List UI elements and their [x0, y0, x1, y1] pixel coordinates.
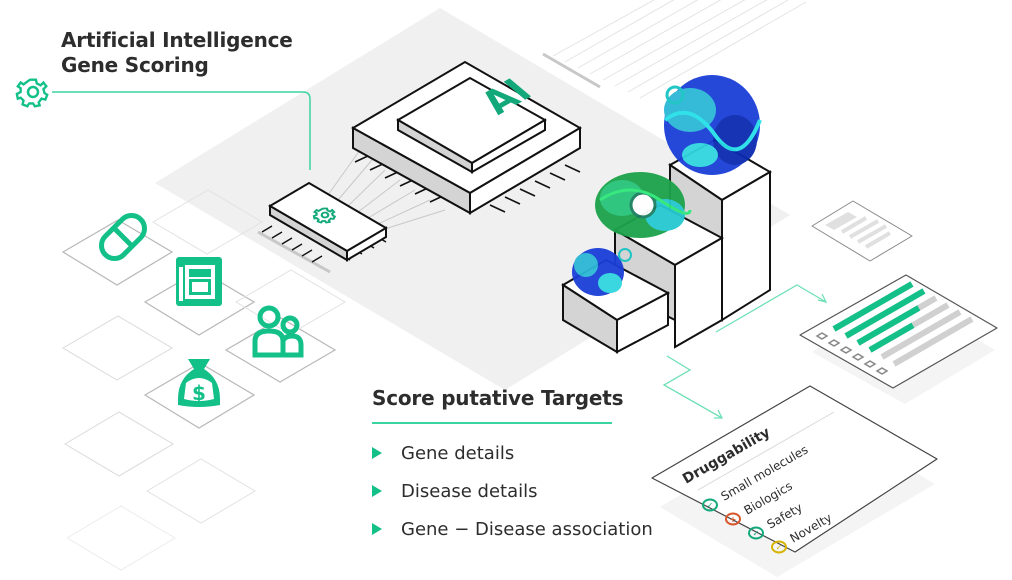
check-mark: ✓ [776, 543, 783, 552]
ranking-card [799, 274, 998, 404]
ranking-checkbox [839, 346, 853, 354]
list-item: Gene − Disease association [372, 510, 653, 548]
ranking-bar-fill [856, 305, 921, 346]
score-criteria-list: Gene details Disease details Gene − Dise… [372, 434, 653, 548]
check-circle-icon [702, 498, 718, 512]
arrow-to-druggability [662, 355, 724, 419]
svg-text:$: $ [192, 381, 206, 405]
list-item: Gene details [372, 434, 653, 472]
protein-structure-large [663, 75, 762, 175]
check-circle-icon [748, 526, 764, 540]
ranking-bar-fill [844, 288, 926, 339]
list-item-label: Gene details [401, 442, 515, 464]
protein-structure-small [572, 248, 632, 296]
people-icon [252, 305, 304, 358]
check-circle-icon [771, 540, 787, 554]
list-item-label: Disease details [401, 480, 538, 502]
triangle-bullet-icon [372, 485, 382, 497]
background-lines [552, 0, 807, 99]
check-mark: ✓ [707, 501, 714, 510]
score-section-underline [372, 422, 612, 424]
ranking-bar-fill [868, 322, 915, 353]
score-section-title: Score putative Targets [372, 386, 624, 410]
triangle-bullet-icon [372, 447, 382, 459]
druggability-card [651, 385, 938, 577]
gear-icon [15, 78, 49, 108]
ranking-bar-fill [832, 281, 914, 332]
newspaper-icon [176, 257, 222, 306]
ranking-bar-track [892, 316, 974, 367]
ranking-checkbox [875, 367, 889, 375]
list-item-label: Gene − Disease association [401, 518, 653, 540]
chip-wires [327, 149, 446, 229]
small-chip-gear-icon [312, 207, 337, 224]
ai-chip [350, 60, 582, 215]
ranking-bar-track [880, 309, 962, 360]
document-card [811, 200, 913, 262]
arrow-to-ranking [715, 284, 828, 333]
ranking-checkbox [851, 353, 865, 361]
cross-mark: + [730, 515, 737, 524]
title-line-2: Gene Scoring [61, 53, 209, 77]
triangle-bullet-icon [372, 523, 382, 535]
cross-circle-icon [725, 512, 741, 526]
list-item: Disease details [372, 472, 653, 510]
check-mark: ✓ [753, 529, 760, 538]
money-bag-icon: $ [178, 359, 220, 407]
page-title: Artificial Intelligence Gene Scoring [61, 28, 293, 78]
title-connector-line [52, 91, 311, 170]
pill-icon [99, 213, 147, 261]
ranking-checkbox [827, 339, 841, 347]
ranking-checkbox [815, 332, 829, 340]
title-line-1: Artificial Intelligence [61, 28, 293, 52]
ranking-checkbox [863, 360, 877, 368]
protein-structure-medium [595, 172, 692, 238]
